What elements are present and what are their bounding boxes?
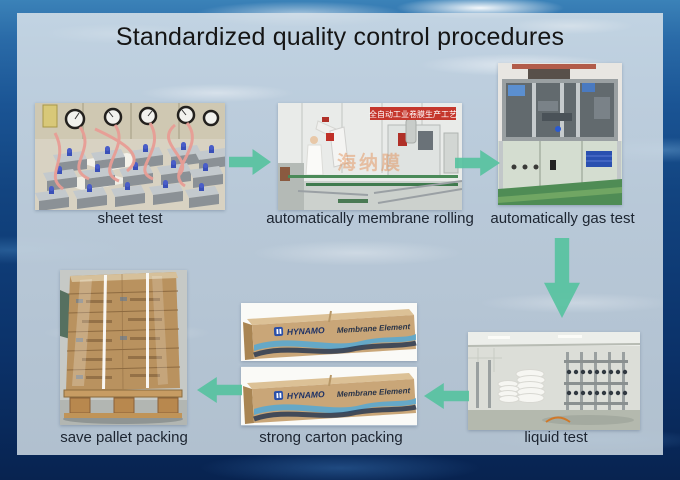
label-gas-test: automatically gas test bbox=[490, 210, 635, 227]
carton-product-text: Membrane Element bbox=[337, 386, 411, 399]
photo-pallet-packing bbox=[60, 270, 187, 425]
page-title: Standardized quality control procedures bbox=[115, 23, 565, 51]
watermark-text: 海纳膜 bbox=[337, 151, 403, 174]
photo-carton-bottom: HYNAMO Membrane Element bbox=[241, 366, 417, 426]
label-sheet-test: sheet test bbox=[97, 210, 163, 227]
photo-sheet-test bbox=[35, 103, 225, 210]
photo-membrane-rolling: 全自动工业卷膜生产工艺 海纳膜 bbox=[278, 103, 462, 210]
carton-brand-text: HYNAMO bbox=[287, 389, 326, 401]
photo-liquid-test bbox=[468, 332, 640, 430]
carton-product-text: Membrane Element bbox=[337, 322, 411, 335]
photo-overlay-caption: 全自动工业卷膜生产工艺 bbox=[369, 109, 457, 119]
label-pallet-packing: save pallet packing bbox=[60, 429, 188, 446]
photo-gas-test bbox=[498, 63, 622, 205]
label-carton-packing: strong carton packing bbox=[259, 429, 403, 446]
label-liquid-test: liquid test bbox=[524, 429, 588, 446]
carton-brand-text: HYNAMO bbox=[287, 325, 326, 337]
label-membrane-rolling: automatically membrane rolling bbox=[266, 210, 474, 227]
photo-carton-top: HYNAMO Membrane Element bbox=[241, 303, 417, 361]
